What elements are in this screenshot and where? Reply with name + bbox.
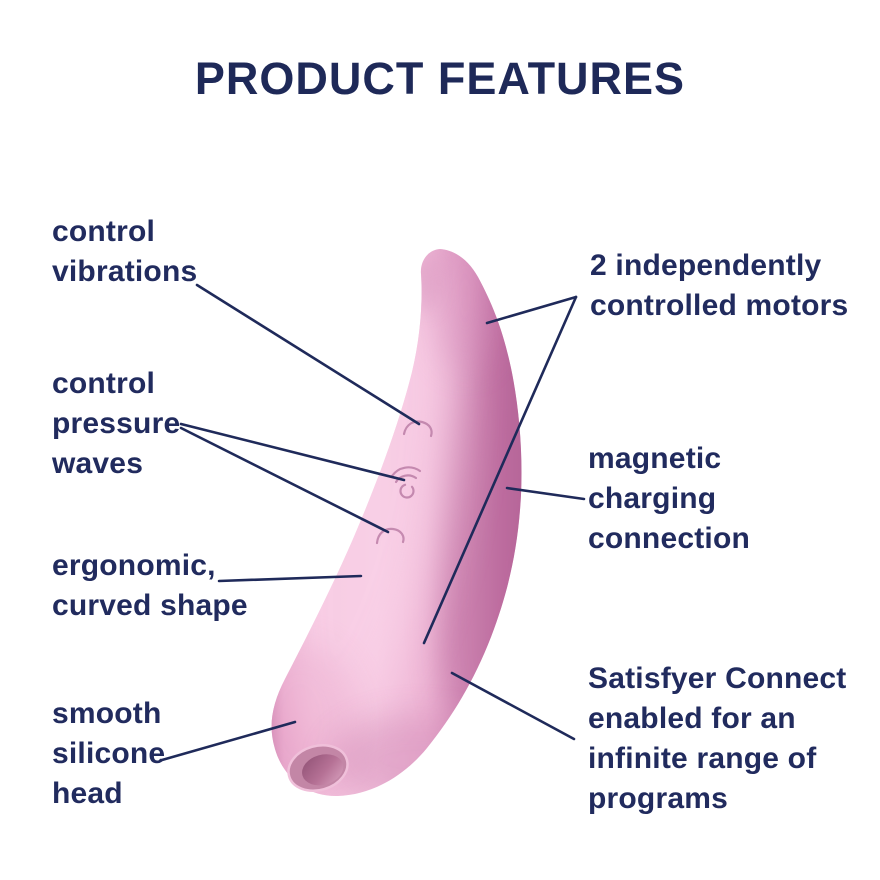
page-title: PRODUCT FEATURES bbox=[194, 53, 686, 104]
callout-line-smooth-head bbox=[160, 720, 297, 762]
callout-line-pressure-waves-1 bbox=[179, 422, 406, 482]
feature-label-control-vibrations: control vibrations bbox=[52, 215, 198, 288]
callout-line-magnetic bbox=[505, 486, 586, 501]
feature-label-ergonomic-curved-shape: ergonomic, curved shape bbox=[52, 549, 248, 622]
feature-label-control-pressure-waves: control pressure waves bbox=[52, 367, 181, 480]
bottom-control-button-icon bbox=[375, 527, 405, 545]
feature-label-satisfyer-connect: Satisfyer Connect enabled for an infinit… bbox=[588, 662, 847, 815]
callout-line-motors-top bbox=[485, 295, 578, 325]
callout-line-connect bbox=[450, 671, 576, 741]
feature-label-independent-motors: 2 independently controlled motors bbox=[590, 249, 849, 322]
top-control-button-icon bbox=[402, 420, 433, 438]
suction-opening bbox=[287, 744, 349, 792]
callout-line-control-vibrations bbox=[195, 283, 421, 426]
pressure-wave-button-icon bbox=[390, 466, 422, 499]
feature-label-magnetic-charging: magnetic charging connection bbox=[588, 442, 751, 555]
callout-line-ergonomic bbox=[217, 574, 363, 583]
callout-lines bbox=[160, 283, 586, 762]
callout-line-pressure-waves-2 bbox=[179, 426, 390, 534]
feature-label-smooth-silicone-head: smooth silicone head bbox=[52, 697, 166, 810]
callout-line-motors-bottom bbox=[422, 295, 578, 645]
